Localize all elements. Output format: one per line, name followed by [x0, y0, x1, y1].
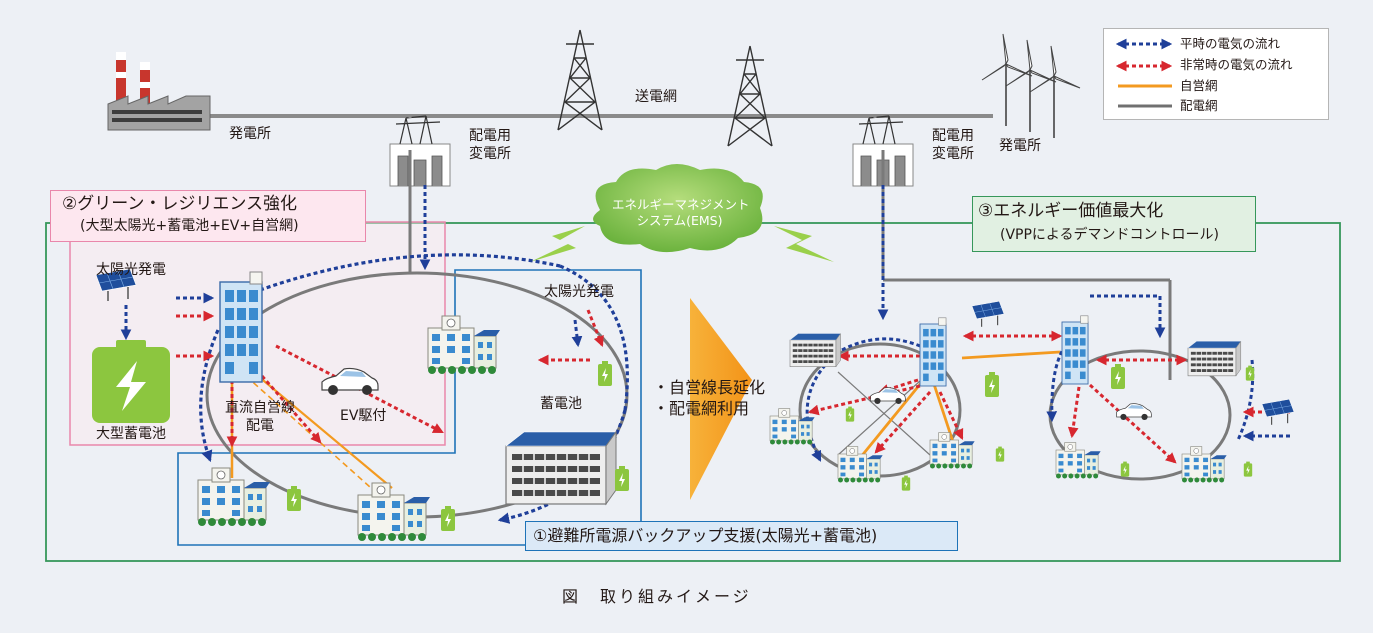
battery-icon: [995, 446, 1005, 462]
substation-right-label: 配電用 変電所: [932, 128, 974, 162]
legend-item-emergency-flow: 非常時の電気の流れ: [1180, 57, 1293, 72]
ems-cloud-icon: [530, 164, 834, 262]
energy-value-subtitle: (VPPによるデマンドコントロール): [1000, 227, 1219, 243]
office-block-icon: [1187, 340, 1242, 377]
green-resilience-callout: [50, 190, 366, 242]
office-building-icon: [219, 271, 263, 383]
office-building-icon: [919, 317, 947, 387]
figure-caption: 図 取り組みイメージ: [562, 587, 752, 606]
shelter-backup-callout: [525, 521, 958, 551]
battery-icon: [287, 486, 301, 511]
energy-value-callout: [972, 196, 1256, 252]
solar-center-label: 太陽光発電: [544, 284, 614, 300]
office-block-icon: [505, 431, 617, 505]
extension-arrow: [690, 298, 752, 500]
battery-icon: [1243, 461, 1253, 477]
battery-icon: [1245, 365, 1255, 381]
energy-value-title: ③エネルギー価値最大化: [978, 201, 1164, 221]
battery-icon: [901, 475, 911, 491]
battery-icon: [441, 506, 455, 531]
dc-line-label: 直流自営線 配電: [225, 400, 295, 434]
extension-label: ・自営線長延化 ・配電網利用: [653, 378, 766, 418]
office-building-icon: [1061, 315, 1089, 385]
large-battery-icon: [92, 340, 170, 423]
battery-label: 蓄電池: [540, 396, 582, 412]
battery-icon: [1120, 461, 1130, 477]
shelter-backup-label: ①避難所電源バックアップ支援(太陽光+蓄電池): [533, 526, 878, 545]
battery-icon: [615, 466, 629, 491]
legend-item-normal-flow: 平時の電気の流れ: [1180, 36, 1281, 51]
battery-icon: [985, 372, 999, 397]
substation-left-label: 配電用 変電所: [469, 128, 511, 162]
solar-left-label: 太陽光発電: [96, 262, 166, 278]
legend-item-distribution-grid: 配電網: [1180, 98, 1218, 113]
legend-item-private-grid: 自営網: [1180, 78, 1218, 93]
large-battery-label: 大型蓄電池: [96, 426, 166, 442]
power-plant-left-label: 発電所: [229, 126, 271, 142]
power-plant-icon: [107, 52, 211, 131]
battery-icon: [1111, 364, 1125, 389]
green-resilience-title: ②グリーン・レジリエンス強化: [62, 194, 298, 214]
battery-icon: [598, 361, 612, 386]
power-plant-right-label: 発電所: [999, 138, 1041, 154]
green-resilience-subtitle: (大型太陽光+蓄電池+EV+自営網): [80, 218, 299, 234]
ems-label: エネルギーマネジメント システム(EMS): [612, 197, 750, 228]
battery-icon: [845, 406, 855, 422]
ev-charging-label: EV駆付: [340, 408, 387, 424]
transmission-grid-label: 送電網: [635, 89, 677, 105]
office-block-icon: [789, 333, 841, 368]
